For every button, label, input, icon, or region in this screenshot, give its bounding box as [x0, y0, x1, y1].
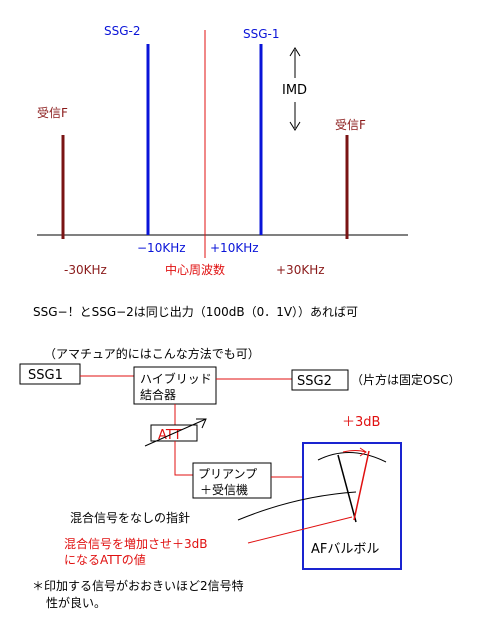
ssg1-box	[19, 363, 81, 385]
hybrid-label-2: 結合器	[140, 387, 176, 402]
meter-scale-arc	[317, 451, 387, 463]
footer-note-2: 性が良い。	[46, 595, 106, 610]
fixed-osc-note: （片方は固定OSC）	[351, 372, 460, 387]
af-voltmeter-label: AFバルボル	[311, 542, 379, 557]
footer-note-1: ＊印加する信号がおおきいほど2信号特	[32, 578, 244, 593]
ssg1-label: SSG-1	[243, 27, 280, 41]
increase-needle-note-2: になるATTの値	[64, 552, 146, 567]
hybrid-label-1: ハイブリッド	[140, 371, 212, 386]
preamp-label-1: プリアンプ	[198, 467, 257, 481]
no-signal-needle-note: 混合信号をなしの指針	[70, 510, 190, 525]
rx-right-label: 受信F	[335, 118, 366, 132]
increase-needle-note-1: 混合信号を増加させ＋3dB	[64, 536, 208, 551]
af-voltmeter-box	[302, 442, 402, 570]
hybrid-combiner-box	[133, 366, 217, 405]
imd-down-arrow	[289, 102, 301, 131]
rx-left-label: 受信F	[37, 106, 68, 120]
att-variable-arrow	[144, 418, 207, 447]
ssg1-box-label: SSG1	[28, 368, 63, 383]
att-to-preamp-line	[174, 441, 193, 476]
no-signal-pointer-curve	[237, 491, 357, 521]
output-note: SSG−！とSSG−2は同じ出力（100dB（0．1V））あれば可	[33, 305, 358, 319]
meter-plus3db-arrow	[342, 447, 367, 457]
plus3db-label: ＋3dB	[342, 415, 380, 430]
plus10-label: +10KHz	[210, 241, 259, 255]
center-frequency-label: 中心周波数	[165, 262, 225, 277]
increase-pointer-line	[247, 516, 353, 544]
ssg2-box-label: SSG2	[297, 374, 332, 389]
minus10-label: −10KHz	[137, 241, 186, 255]
ssg2-box	[291, 369, 349, 391]
imd-up-arrow	[289, 47, 301, 78]
meter-needle-no-signal	[337, 454, 357, 523]
preamp-label-2: ＋受信機	[200, 482, 248, 497]
plus30-label: +30KHz	[276, 263, 325, 277]
preamp-receiver-box	[192, 462, 272, 499]
amateur-note: （アマチュア的にはこんな方法でも可）	[44, 346, 260, 361]
minus30-label: -30KHz	[64, 263, 107, 277]
imd-label: IMD	[282, 83, 307, 98]
ssg2-label: SSG-2	[104, 24, 141, 38]
meter-needle-increased	[353, 450, 370, 521]
